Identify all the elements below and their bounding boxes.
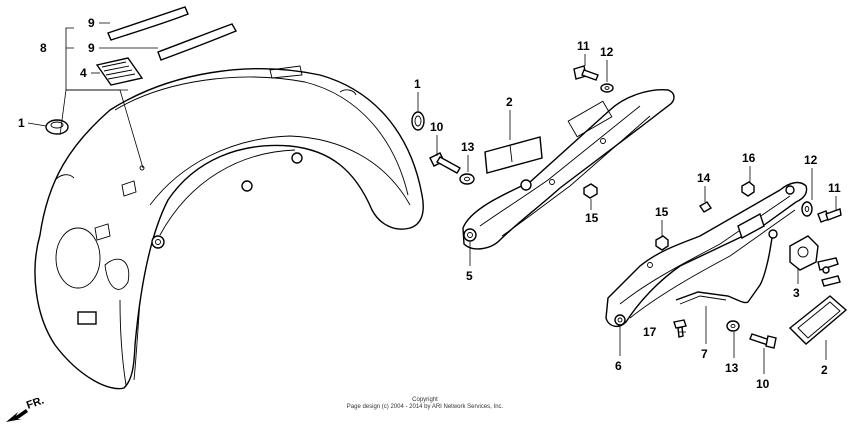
label-7: 7 bbox=[701, 347, 708, 361]
bolt-small-right[interactable] bbox=[699, 201, 712, 213]
label-17: 17 bbox=[643, 325, 657, 339]
label-2-upper: 2 bbox=[506, 95, 513, 109]
emblem-strip-upper[interactable] bbox=[107, 6, 189, 41]
label-16: 16 bbox=[742, 151, 756, 165]
label-10-center: 10 bbox=[430, 120, 444, 134]
label-4: 4 bbox=[80, 66, 87, 80]
copyright-title: Copyright bbox=[412, 397, 438, 403]
bolt-center[interactable] bbox=[429, 152, 461, 174]
callout-labels: 9 9 8 4 1 1 10 13 2 11 12 15 5 16 14 15 … bbox=[18, 16, 841, 391]
label-9-lower: 9 bbox=[88, 41, 95, 55]
grommet-left[interactable] bbox=[45, 119, 69, 135]
label-3: 3 bbox=[793, 286, 800, 300]
bolt-upper[interactable] bbox=[573, 65, 599, 81]
rear-fender[interactable] bbox=[34, 65, 424, 390]
rubber-pad-upper[interactable] bbox=[484, 136, 543, 174]
label-6: 6 bbox=[615, 359, 622, 373]
label-11-right: 11 bbox=[828, 181, 841, 195]
copyright-notice: Page design (c) 2004 - 2014 by ARI Netwo… bbox=[346, 404, 504, 410]
nut-right[interactable] bbox=[655, 235, 669, 251]
emblem-strip-lower[interactable] bbox=[157, 23, 238, 61]
label-10-lower: 10 bbox=[756, 377, 770, 391]
label-2-lower: 2 bbox=[821, 363, 828, 377]
washer-center[interactable] bbox=[459, 173, 475, 185]
label-15-right: 15 bbox=[655, 205, 669, 219]
stay-left[interactable] bbox=[462, 88, 675, 250]
washer-right[interactable] bbox=[801, 201, 813, 217]
nut-center[interactable] bbox=[583, 183, 598, 199]
grommet-right[interactable] bbox=[411, 111, 425, 131]
bolt-right[interactable] bbox=[817, 208, 842, 223]
washer-lower[interactable] bbox=[726, 320, 740, 332]
label-5: 5 bbox=[466, 269, 473, 283]
nut-upper-right[interactable] bbox=[741, 181, 755, 197]
helmet-lock[interactable] bbox=[789, 235, 841, 287]
label-11-upper: 11 bbox=[577, 39, 590, 53]
label-15-center: 15 bbox=[585, 211, 599, 225]
label-9-upper: 9 bbox=[88, 16, 95, 30]
emblem-badge[interactable] bbox=[95, 57, 144, 86]
washer-upper[interactable] bbox=[600, 83, 614, 93]
label-12-upper: 12 bbox=[600, 45, 614, 59]
label-1-right: 1 bbox=[414, 77, 421, 91]
stay-right[interactable] bbox=[605, 181, 808, 328]
screw-small[interactable] bbox=[673, 319, 687, 338]
license-bracket[interactable] bbox=[675, 229, 778, 305]
leader-lines bbox=[27, 22, 837, 374]
front-direction-arrow: FR. bbox=[6, 396, 46, 422]
label-13-lower: 13 bbox=[725, 361, 739, 375]
label-1-left: 1 bbox=[18, 116, 25, 130]
bolt-lower[interactable] bbox=[749, 333, 777, 349]
label-13-center: 13 bbox=[461, 140, 475, 154]
reflector[interactable] bbox=[788, 295, 848, 345]
label-14: 14 bbox=[697, 171, 711, 185]
label-8: 8 bbox=[40, 41, 47, 55]
label-12-right: 12 bbox=[804, 153, 818, 167]
